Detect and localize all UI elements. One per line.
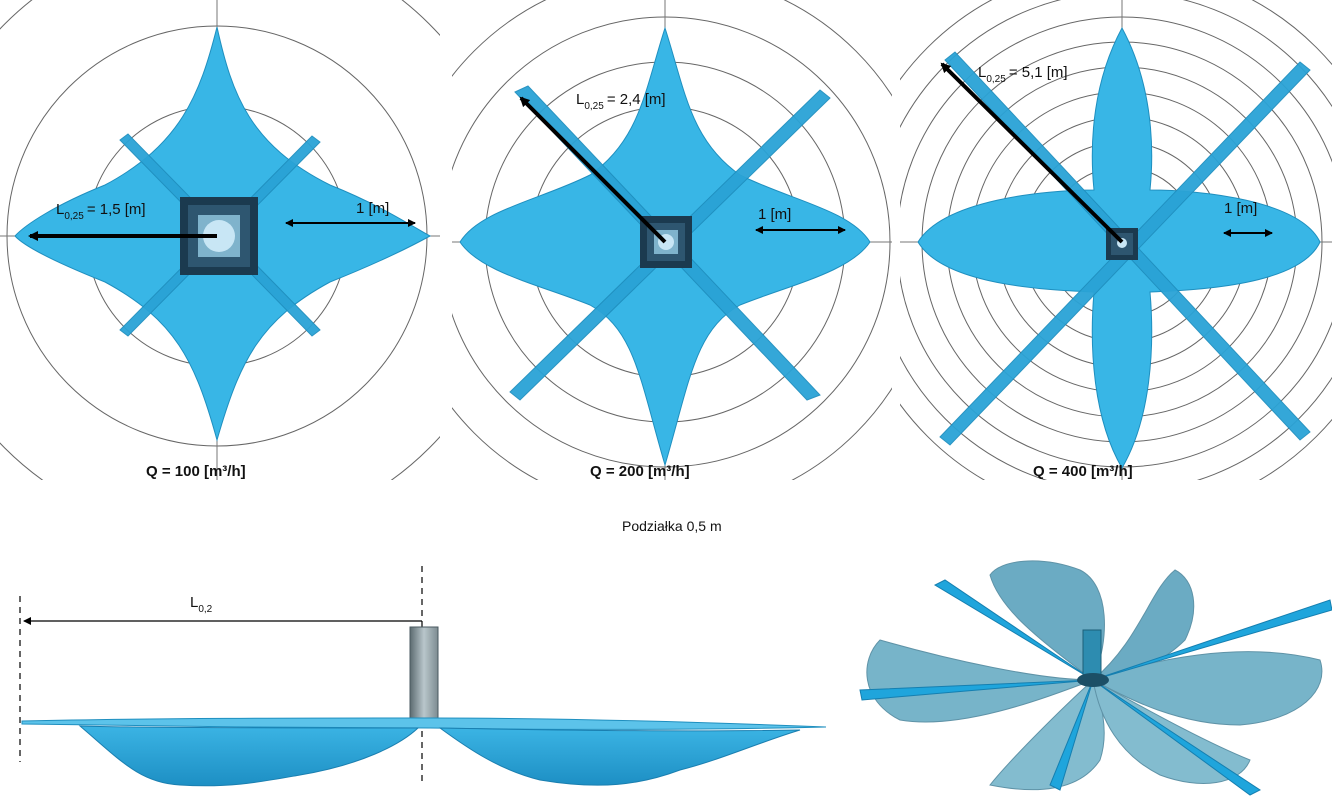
- flow-rate-label: Q = 100 [m³/h]: [146, 463, 246, 480]
- plume-lobe-left: [78, 725, 420, 787]
- plume-petal: [1091, 651, 1323, 726]
- plume-ray: [1092, 599, 1332, 681]
- plume-ray: [1049, 679, 1094, 791]
- radius-label: L0,25= 2,4 [m]: [576, 91, 666, 112]
- plume-petal: [866, 639, 1094, 723]
- scale-label: 1 [m]: [1224, 200, 1257, 217]
- plume-ray: [933, 579, 1094, 681]
- diffuser-stem: [1082, 629, 1102, 681]
- diffuser-stem: [409, 626, 439, 723]
- scale-label: 1 [m]: [758, 206, 791, 223]
- flow-rate-label: Q = 200 [m³/h]: [590, 463, 690, 480]
- side-view: L0,2: [19, 566, 827, 787]
- diffuser-base: [1077, 673, 1109, 687]
- flow-rate-label: Q = 400 [m³/h]: [1033, 463, 1133, 480]
- length-label: L0,2: [190, 594, 213, 615]
- plume-lobe-right: [438, 727, 801, 786]
- radius-arrow: [519, 96, 667, 244]
- radius-label: L0,25= 5,1 [m]: [978, 64, 1068, 85]
- plume-petal: [989, 679, 1105, 791]
- panel-q200: L0,25= 2,4 [m] 1 [m]: [452, 0, 892, 480]
- plume-petal: [989, 560, 1105, 681]
- plume-ray: [859, 679, 1094, 701]
- panel-q400: L0,25= 5,1 [m] 1 [m]: [900, 0, 1332, 480]
- isometric-view: [859, 560, 1332, 796]
- scale-label: 1 [m]: [356, 200, 389, 217]
- scale-caption: Podziałka 0,5 m: [622, 518, 722, 534]
- plume-surface: [21, 717, 827, 730]
- radius-arrow: [940, 62, 1124, 244]
- radius-label: L0,25= 1,5 [m]: [56, 201, 146, 222]
- panel-q100: L0,25= 1,5 [m] 1 [m]: [0, 0, 440, 480]
- plume-ray: [1092, 679, 1261, 796]
